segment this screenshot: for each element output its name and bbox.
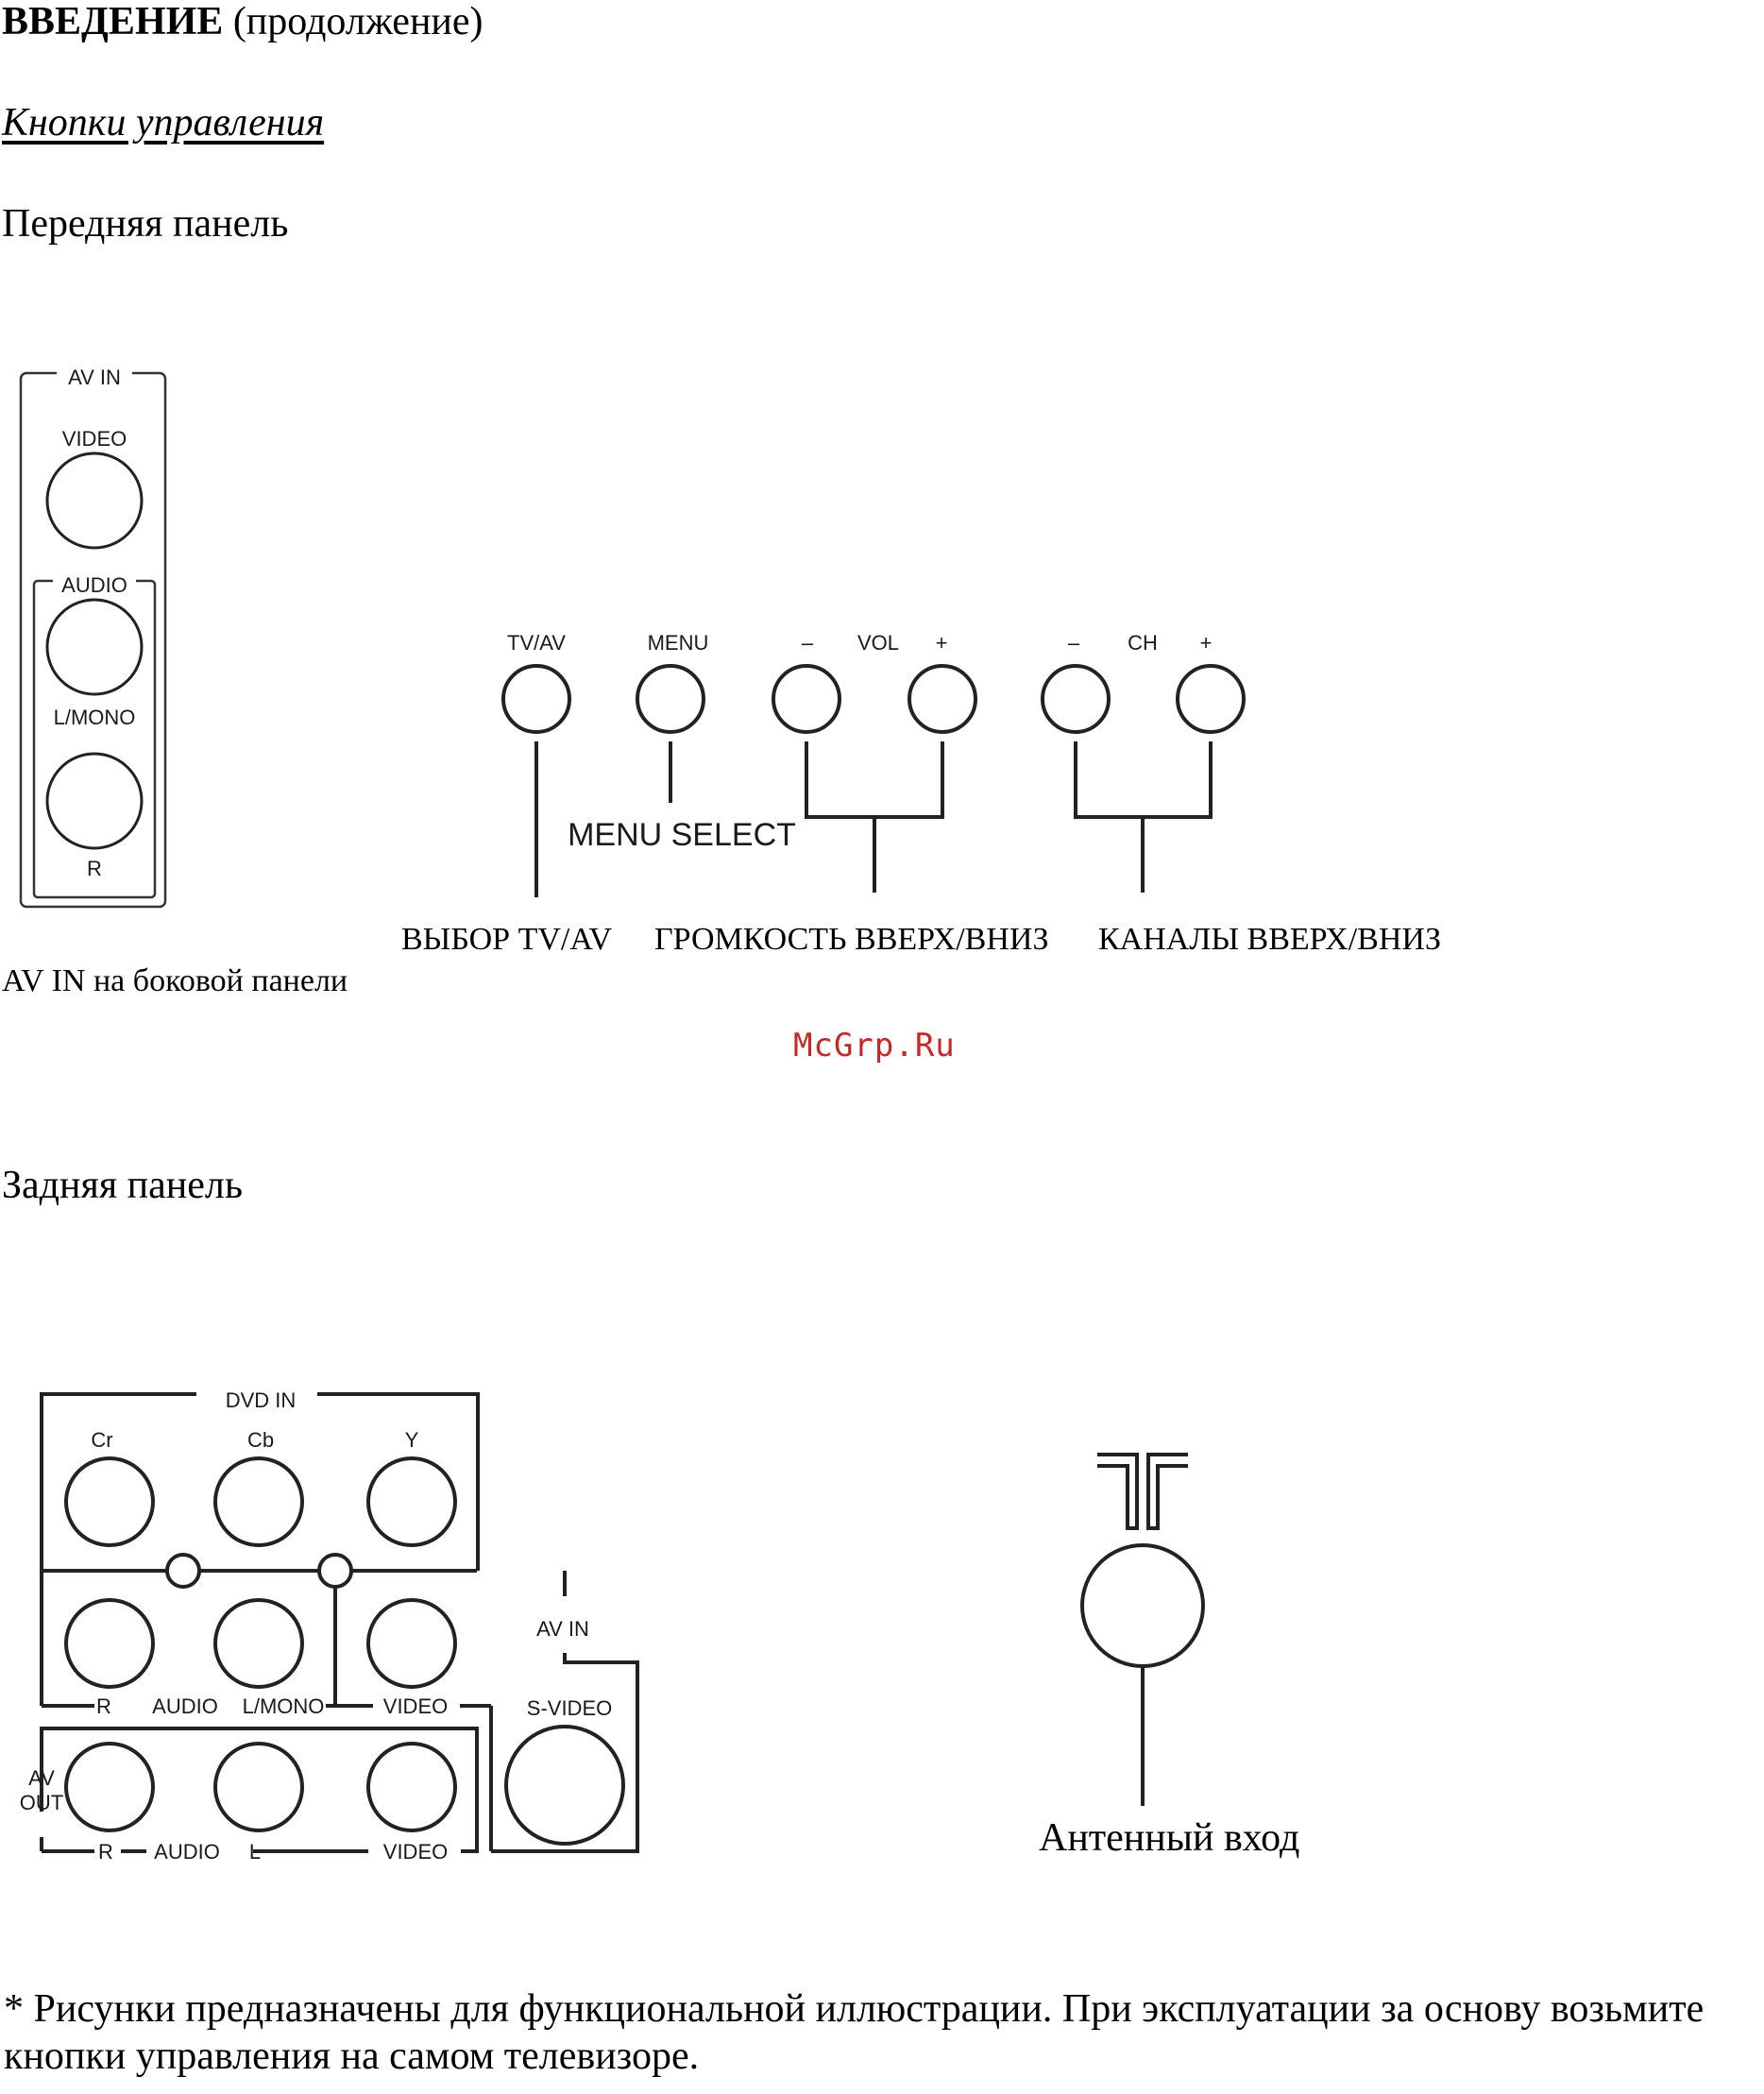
menu-label: MENU (648, 631, 709, 655)
front-panel-heading: Передняя панель (2, 202, 289, 246)
cr-jack (64, 1456, 155, 1547)
y-label: Y (405, 1428, 419, 1452)
antenna-input-diagram (1080, 1453, 1205, 1806)
page-title: ВВЕДЕНИЕ (продолжение) (2, 0, 483, 43)
tvav-button[interactable] (501, 664, 571, 734)
dvd-in-label: DVD IN (226, 1388, 297, 1412)
av-in-audio-l-jack (213, 1598, 304, 1689)
menu-button[interactable] (636, 664, 705, 734)
side-av-in-diagram: AV IN VIDEO AUDIO L/MONO R (19, 361, 167, 909)
rear-connectors-diagram: DVD IN Cr Cb Y AV IN R AUDIO L/MONO VIDE… (20, 1383, 639, 1864)
page-title-rest: (продолжение) (223, 0, 483, 43)
ch-down-button[interactable] (1041, 664, 1111, 734)
side-r-label: R (87, 857, 102, 880)
watermark: McGrp.Ru (793, 1027, 956, 1064)
av-out-audio-l-jack (213, 1742, 304, 1832)
row2-lmono-label: L/MONO (243, 1694, 325, 1718)
ch-up-button[interactable] (1176, 664, 1246, 734)
row3-audio-label: AUDIO (154, 1840, 220, 1864)
vol-minus-label: – (802, 631, 814, 655)
caption-volume: ГРОМКОСТЬ ВВЕРХ/ВНИЗ (654, 922, 1049, 957)
av-out-label-1: AV (28, 1766, 55, 1790)
vol-down-button[interactable] (772, 664, 841, 734)
footnote: * Рисунки предназначены для функциональн… (4, 1987, 1705, 2079)
side-av-in-label: AV IN (68, 366, 121, 389)
side-audio-r-jack (45, 752, 144, 850)
vol-up-button[interactable] (907, 664, 977, 734)
front-buttons-diagram: TV/AV MENU – VOL + – CH + MENU SELECT (501, 631, 1246, 897)
svideo-jack (504, 1725, 625, 1846)
side-audio-l-jack (45, 598, 144, 696)
row3-video-label: VIDEO (383, 1840, 448, 1864)
svideo-label: S-VIDEO (527, 1696, 612, 1720)
av-out-label-2: OUT (20, 1791, 63, 1814)
ch-label: CH (1128, 631, 1158, 655)
side-video-jack (45, 451, 144, 550)
av-in-video-jack (366, 1598, 457, 1689)
menu-select-label: MENU SELECT (568, 817, 796, 853)
section-subtitle: Кнопки управления (2, 101, 325, 145)
rear-av-in-label: AV IN (536, 1617, 589, 1641)
antenna-caption: Антенный вход (1039, 1816, 1300, 1860)
av-out-video-jack (366, 1742, 457, 1832)
jumper-node (165, 1553, 201, 1589)
side-audio-label: AUDIO (61, 573, 127, 597)
side-lmono-label: L/MONO (54, 706, 136, 729)
av-out-audio-r-jack (64, 1742, 155, 1832)
caption-tvav: ВЫБОР TV/AV (401, 922, 613, 957)
cr-label: Cr (91, 1428, 112, 1452)
rear-panel-heading: Задняя панель (2, 1164, 244, 1207)
caption-channels: КАНАЛЫ ВВЕРХ/ВНИЗ (1098, 922, 1441, 957)
row2-video-label: VIDEO (383, 1694, 448, 1718)
jumper-node (317, 1553, 353, 1589)
cb-jack (213, 1456, 304, 1547)
y-jack (366, 1456, 457, 1547)
antenna-icon (1097, 1453, 1188, 1530)
vol-plus-label: + (936, 631, 948, 655)
tvav-label: TV/AV (507, 631, 566, 655)
page-title-bold: ВВЕДЕНИЕ (2, 0, 224, 43)
row2-audio-label: AUDIO (152, 1694, 218, 1718)
row2-r-label: R (96, 1694, 111, 1718)
cb-label: Cb (247, 1428, 274, 1452)
ch-plus-label: + (1200, 631, 1213, 655)
antenna-jack (1080, 1543, 1205, 1668)
side-video-label: VIDEO (62, 427, 127, 451)
ch-minus-label: – (1068, 631, 1080, 655)
row3-r-label: R (98, 1840, 113, 1864)
row3-l-label: L (249, 1840, 261, 1864)
vol-label: VOL (857, 631, 899, 655)
av-in-audio-r-jack (64, 1598, 155, 1689)
caption-side-av-in: AV IN на боковой панели (2, 963, 348, 998)
